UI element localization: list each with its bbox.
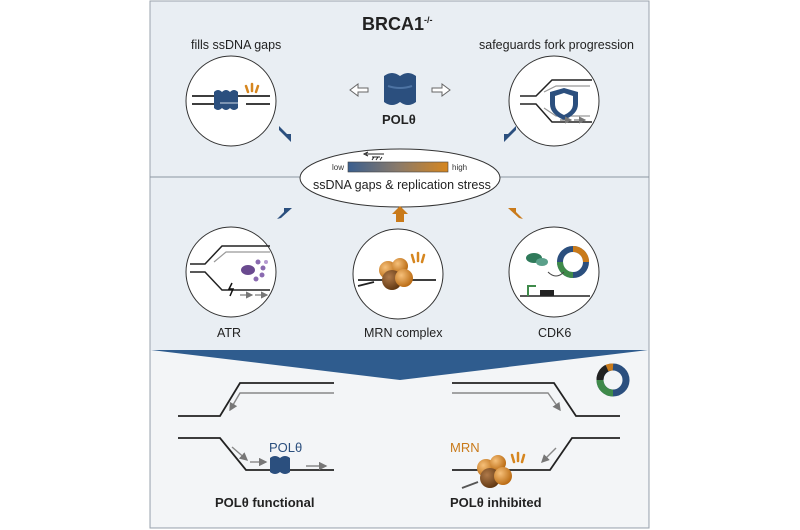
- fork-functional: [178, 382, 334, 474]
- arrow-mid-center: [392, 206, 408, 222]
- poltheta-icon: [384, 73, 416, 105]
- arrow-mid-right: [508, 208, 523, 219]
- caption-inhibited: POLθ inhibited: [450, 495, 542, 510]
- central-node-label: ssDNA gaps & replication stress: [313, 178, 491, 192]
- scale-high-label: high: [452, 163, 468, 172]
- hollow-arrow-right: [431, 83, 451, 97]
- cell-cycle-ring-icon: [596, 363, 630, 397]
- wedge-arrow: [151, 350, 648, 380]
- fork-protection-illustration: [520, 79, 592, 124]
- arrow-top-right: [504, 126, 516, 142]
- arrow-top-left: [279, 126, 291, 142]
- arrow-mid-left: [277, 208, 292, 219]
- label-poltheta-center: POLθ: [382, 112, 416, 127]
- caption-functional: POLθ functional: [215, 495, 315, 510]
- diagram-title: BRCA1-/-: [362, 14, 433, 35]
- gap-filling-illustration: [192, 82, 270, 110]
- mrn-illustration: [357, 251, 436, 290]
- title-superscript: -/-: [424, 15, 433, 25]
- label-poltheta-bottom: POLθ: [269, 440, 303, 455]
- title-text: BRCA1: [362, 14, 425, 34]
- hollow-arrow-left: [349, 83, 369, 97]
- circle-cdk6: [508, 226, 600, 318]
- label-atr: ATR: [217, 326, 242, 340]
- atr-illustration: [190, 245, 270, 299]
- scale-low-label: low: [332, 163, 345, 172]
- label-fork-progression: safeguards fork progression: [479, 38, 634, 52]
- scale-pointer: [362, 151, 384, 161]
- stress-scale-bar: [347, 161, 449, 173]
- label-cdk6: CDK6: [538, 326, 572, 340]
- label-fills-gaps: fills ssDNA gaps: [191, 38, 282, 52]
- label-mrn-complex: MRN complex: [364, 326, 443, 340]
- cdk6-illustration: [520, 246, 590, 297]
- circle-atr: [185, 226, 277, 318]
- label-mrn-bottom: MRN: [450, 440, 480, 455]
- fork-inhibited: [452, 382, 620, 489]
